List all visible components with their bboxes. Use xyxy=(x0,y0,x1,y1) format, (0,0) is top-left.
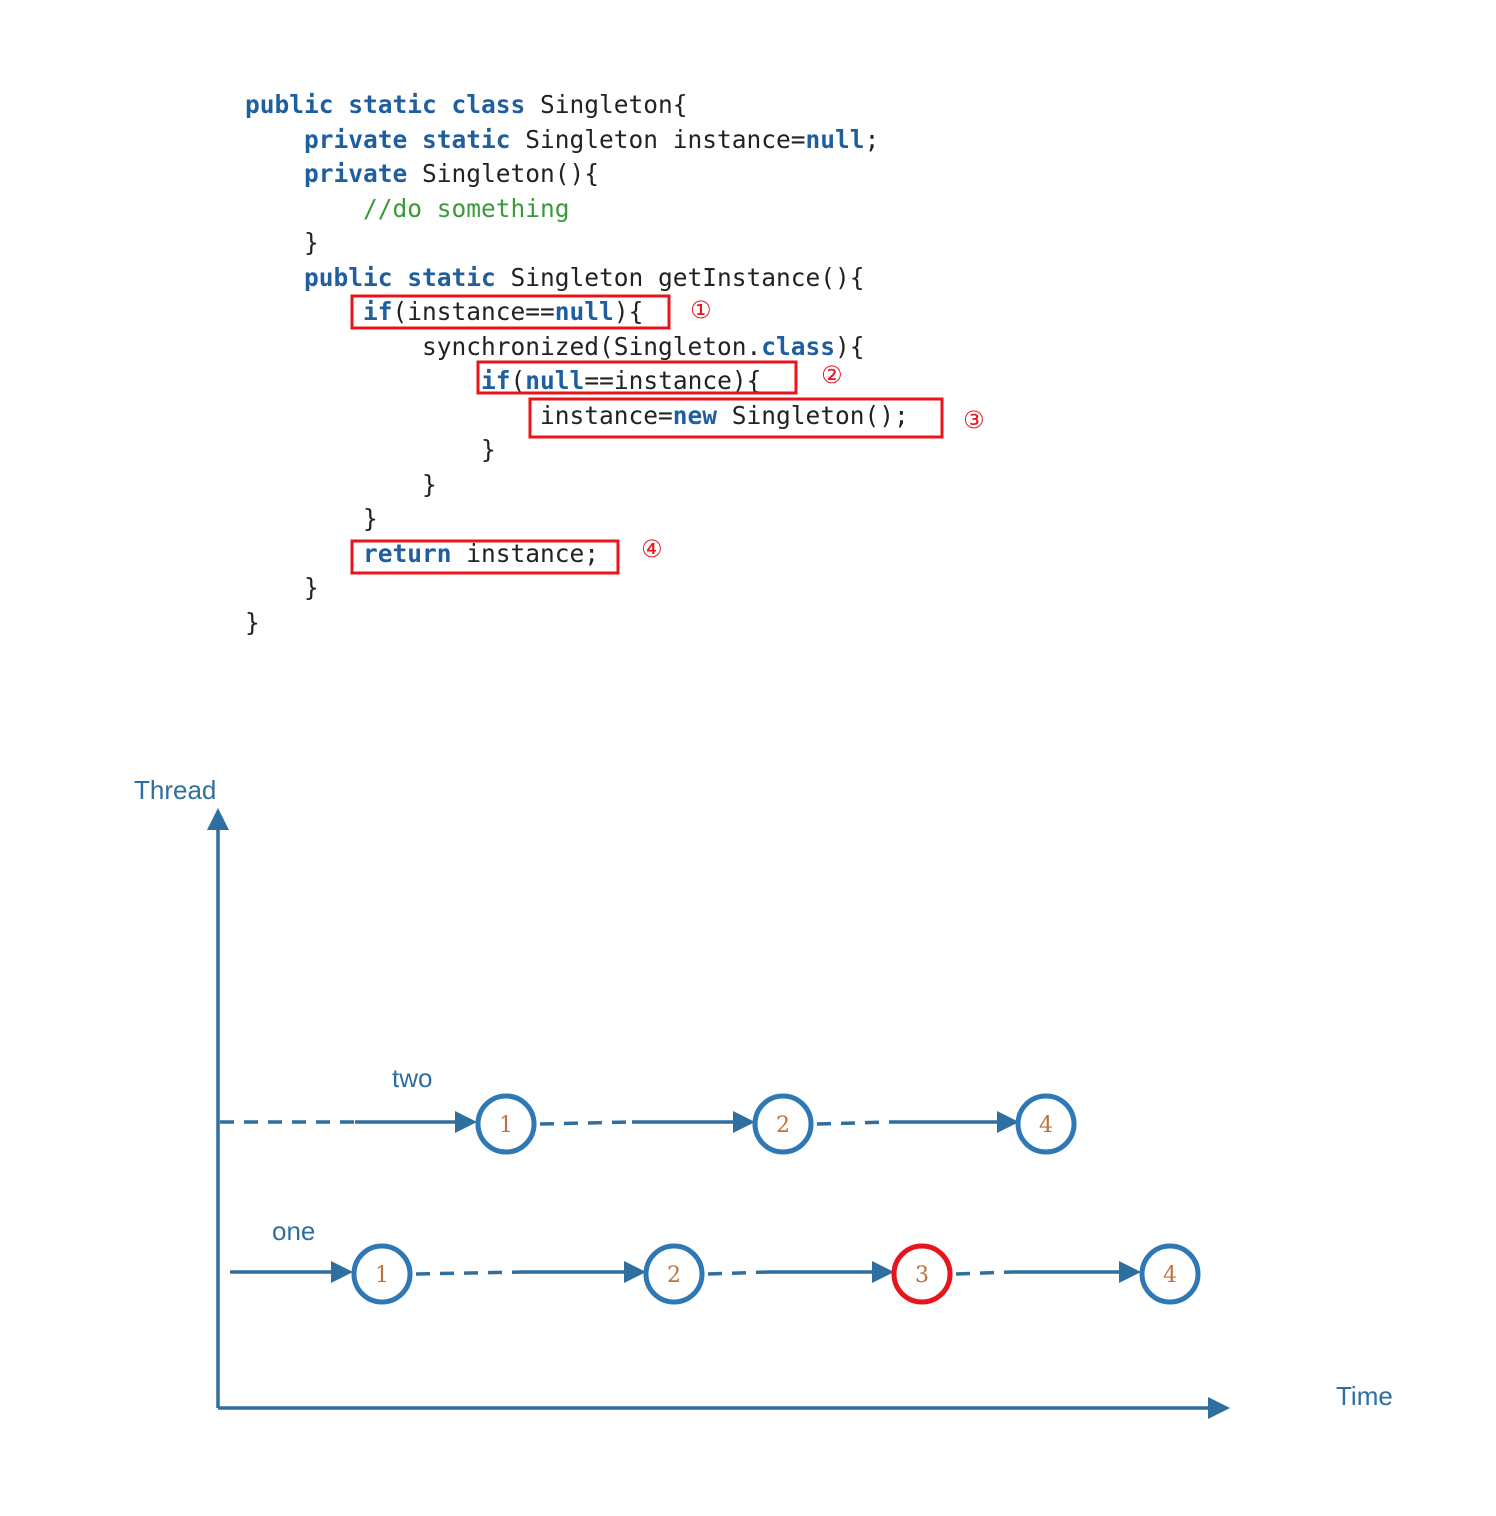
code-text: Singleton{ xyxy=(525,90,688,119)
code-keyword: class xyxy=(761,331,836,361)
node-two-1-label: 1 xyxy=(499,1113,513,1138)
connector-arrowhead xyxy=(331,1261,353,1283)
code-line: public static class Singleton{ xyxy=(245,88,909,123)
code-comment: //do something xyxy=(245,193,570,223)
code-keyword: public static class xyxy=(245,90,526,119)
code-text: ){ xyxy=(613,297,644,326)
code-keyword: if xyxy=(481,366,511,395)
x-axis-label: Time xyxy=(1336,1381,1393,1411)
highlight-box-step-4 xyxy=(350,539,620,575)
code-text: Singleton instance= xyxy=(510,124,806,154)
code-listing: public static class Singleton{ private s… xyxy=(245,88,909,640)
code-keyword: null xyxy=(525,366,585,395)
step-marker-4: ④ xyxy=(641,535,663,563)
code-line: if(null==instance){ xyxy=(245,364,909,399)
node-one-3-highlighted xyxy=(891,1243,953,1305)
highlight-box-step-1 xyxy=(350,294,671,330)
code-keyword: new xyxy=(672,400,718,430)
step-marker-3: ③ xyxy=(963,406,985,434)
node-one-2 xyxy=(643,1243,705,1305)
step-marker-1: ① xyxy=(690,296,712,324)
node-two-2-label: 2 xyxy=(776,1113,790,1138)
code-line: } xyxy=(245,433,909,468)
code-text: instance= xyxy=(245,400,673,430)
code-text: ==instance){ xyxy=(584,366,762,395)
node-one-2-label: 2 xyxy=(667,1263,681,1288)
code-line: //do something xyxy=(245,192,909,227)
code-line: } xyxy=(245,571,909,606)
highlight-box-step-2 xyxy=(476,360,798,395)
code-line: if(instance==null){ xyxy=(245,295,909,330)
connector-dashed xyxy=(816,1120,891,1126)
code-keyword: return xyxy=(363,538,452,568)
code-line: } xyxy=(245,606,909,641)
connector-arrowhead xyxy=(455,1111,477,1133)
code-text: Singleton(){ xyxy=(407,159,600,188)
code-text: } xyxy=(245,435,496,464)
code-keyword: public static xyxy=(304,262,496,292)
node-one-4 xyxy=(1139,1243,1201,1305)
node-one-3-label: 3 xyxy=(915,1263,929,1288)
node-one-4-label: 4 xyxy=(1163,1263,1177,1288)
code-line: } xyxy=(245,468,909,503)
code-text: ( xyxy=(510,366,526,395)
code-line: instance=new Singleton(); xyxy=(245,399,909,434)
code-keyword: private static xyxy=(304,124,511,154)
code-keyword: if xyxy=(363,297,393,326)
code-keyword: private xyxy=(304,159,408,188)
code-line: public static Singleton getInstance(){ xyxy=(245,261,909,296)
code-text: ; xyxy=(864,124,880,154)
connector-dashed xyxy=(707,1270,769,1276)
code-line: private static Singleton instance=null; xyxy=(245,123,909,158)
code-text: Singleton getInstance(){ xyxy=(495,262,865,292)
code-line: return instance; xyxy=(245,537,909,572)
code-line: synchronized(Singleton.class){ xyxy=(245,330,909,365)
x-axis-arrowhead xyxy=(1208,1397,1230,1419)
connector-arrowhead xyxy=(997,1111,1019,1133)
thread-label-one: one xyxy=(272,1216,315,1246)
code-text: Singleton(); xyxy=(717,400,909,430)
connector-dashed xyxy=(415,1270,523,1276)
code-text: ){ xyxy=(835,331,865,361)
code-text: (instance== xyxy=(392,297,555,326)
node-two-4-label: 4 xyxy=(1039,1113,1053,1138)
code-text: } xyxy=(245,504,378,533)
code-line: } xyxy=(245,502,909,537)
node-one-1 xyxy=(351,1243,413,1305)
connector-dashed xyxy=(955,1270,1013,1276)
code-text: } xyxy=(245,469,437,499)
step-marker-2: ② xyxy=(821,361,843,389)
code-line: } xyxy=(245,226,909,261)
thread-label-two: two xyxy=(392,1063,432,1093)
connector-dashed xyxy=(539,1120,633,1126)
code-text: } xyxy=(245,228,319,257)
y-axis-arrowhead xyxy=(207,808,229,830)
y-axis-label: Thread xyxy=(134,775,216,805)
connector-arrowhead xyxy=(872,1261,894,1283)
node-two-2 xyxy=(752,1093,814,1155)
node-two-4 xyxy=(1015,1093,1077,1155)
connector-arrowhead xyxy=(1119,1261,1141,1283)
highlight-box-step-3 xyxy=(528,397,944,439)
code-line: private Singleton(){ xyxy=(245,157,909,192)
code-keyword: null xyxy=(805,124,865,154)
node-two-1 xyxy=(475,1093,537,1155)
code-text: instance; xyxy=(451,538,600,568)
code-text: } xyxy=(245,573,319,602)
connector-arrowhead xyxy=(733,1111,755,1133)
node-one-1-label: 1 xyxy=(375,1263,389,1288)
code-text: synchronized(Singleton. xyxy=(245,331,762,361)
connector-arrowhead xyxy=(624,1261,646,1283)
code-text: } xyxy=(245,607,260,637)
code-keyword: null xyxy=(554,297,614,326)
